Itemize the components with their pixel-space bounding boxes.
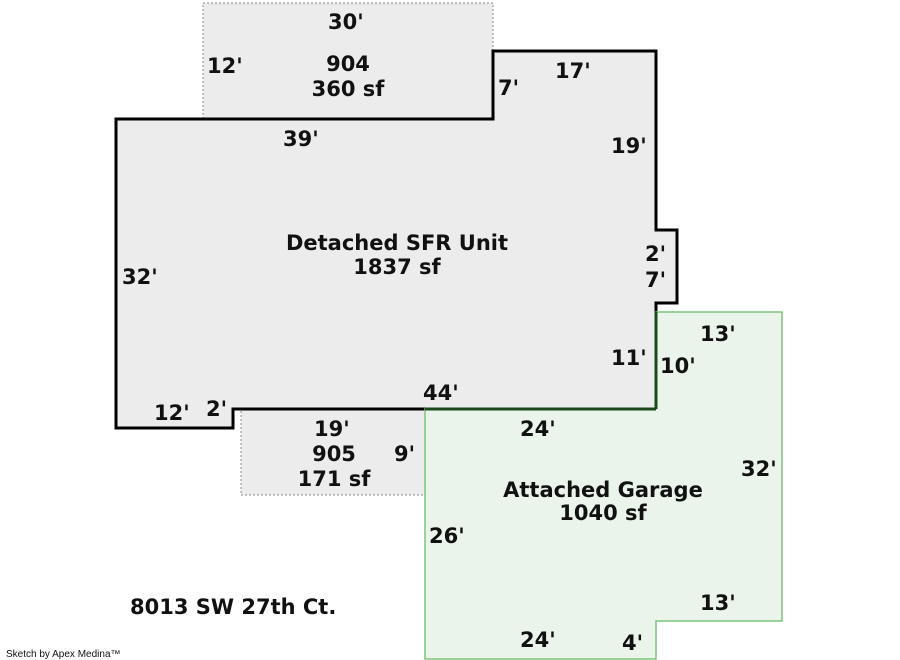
- dim-garage-top: 24': [520, 417, 556, 441]
- dim-main-right-upper: 19': [611, 134, 647, 158]
- dim-main-bottom-left: 12': [154, 401, 190, 425]
- dim-upper-right: 7': [498, 76, 519, 100]
- dim-garage-left: 26': [429, 524, 465, 548]
- dim-main-right-lower: 11': [611, 346, 647, 370]
- main-area-size: 1837 sf: [353, 255, 441, 279]
- dim-garage-notch: 13': [700, 591, 736, 615]
- dim-upper-top: 30': [328, 10, 364, 34]
- area-905-code: 905: [312, 442, 356, 466]
- dim-main-top-right: 17': [555, 59, 591, 83]
- main-area-name: Detached SFR Unit: [286, 231, 508, 255]
- dim-main-top: 39': [283, 127, 319, 151]
- property-address: 8013 SW 27th Ct.: [130, 595, 336, 619]
- dim-bump-width: 2': [645, 242, 666, 266]
- dim-garage-right: 32': [741, 457, 777, 481]
- dim-main-bottom: 44': [423, 381, 459, 405]
- dim-upper-left: 12': [207, 54, 243, 78]
- detached-sfr-unit: [114, 49, 679, 430]
- dim-garage-left-upper: 10': [660, 354, 696, 378]
- dim-main-step: 2': [206, 397, 227, 421]
- area-905-size: 171 sf: [298, 467, 372, 491]
- area-904: [202, 2, 494, 120]
- dim-lower-top: 19': [314, 417, 350, 441]
- dim-lower-right: 9': [394, 442, 415, 466]
- dim-main-left: 32': [122, 265, 158, 289]
- dim-garage-top-right: 13': [700, 322, 736, 346]
- garage-area-name: Attached Garage: [503, 478, 703, 502]
- sketch-credit: Sketch by Apex Medina™: [6, 649, 121, 660]
- dim-garage-notch-height: 4': [622, 631, 643, 655]
- dim-bump-height: 7': [645, 268, 666, 292]
- area-904-size: 360 sf: [312, 77, 386, 101]
- garage-area-size: 1040 sf: [559, 501, 647, 525]
- area-905: [240, 408, 426, 496]
- dim-garage-bottom: 24': [520, 628, 556, 652]
- area-904-code: 904: [326, 52, 370, 76]
